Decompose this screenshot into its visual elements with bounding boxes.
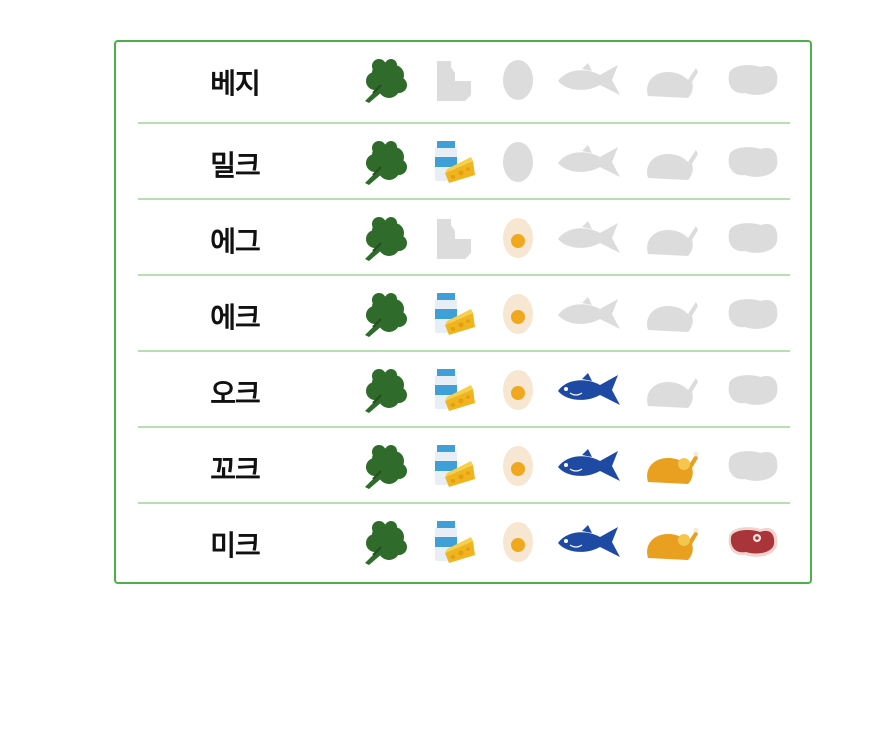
dairy-icon bbox=[431, 215, 477, 261]
diet-label: 에그 bbox=[210, 225, 261, 258]
row-divider bbox=[138, 122, 790, 124]
broccoli-icon bbox=[359, 519, 409, 565]
diet-label: 오크 bbox=[210, 377, 261, 410]
egg-icon bbox=[501, 58, 535, 102]
poultry-icon bbox=[644, 294, 700, 334]
egg-icon bbox=[501, 368, 535, 412]
dairy-icon bbox=[431, 443, 477, 489]
row-divider bbox=[138, 350, 790, 352]
diet-label: 미크 bbox=[210, 529, 261, 562]
broccoli-icon bbox=[359, 215, 409, 261]
fish-icon bbox=[556, 297, 624, 331]
egg-icon bbox=[501, 216, 535, 260]
dairy-icon bbox=[431, 57, 477, 103]
row-divider bbox=[138, 198, 790, 200]
dairy-icon bbox=[431, 519, 477, 565]
dairy-icon bbox=[431, 367, 477, 413]
fish-icon bbox=[556, 373, 624, 407]
row-divider bbox=[138, 274, 790, 276]
broccoli-icon bbox=[359, 139, 409, 185]
poultry-icon bbox=[644, 142, 700, 182]
diet-label: 베지 bbox=[210, 67, 261, 100]
fish-icon bbox=[556, 449, 624, 483]
meat-icon bbox=[725, 143, 781, 181]
fish-icon bbox=[556, 145, 624, 179]
meat-icon bbox=[725, 61, 781, 99]
poultry-icon bbox=[644, 522, 700, 562]
fish-icon bbox=[556, 525, 624, 559]
meat-icon bbox=[725, 447, 781, 485]
fish-icon bbox=[556, 63, 624, 97]
broccoli-icon bbox=[359, 57, 409, 103]
poultry-icon bbox=[644, 370, 700, 410]
meat-icon bbox=[725, 219, 781, 257]
diet-label: 에크 bbox=[210, 301, 261, 334]
egg-icon bbox=[501, 444, 535, 488]
diet-table-card: 베지 밀크 에그 bbox=[114, 40, 812, 584]
diet-label: 밀크 bbox=[210, 149, 261, 182]
meat-icon bbox=[725, 523, 781, 561]
broccoli-icon bbox=[359, 367, 409, 413]
meat-icon bbox=[725, 371, 781, 409]
dairy-icon bbox=[431, 291, 477, 337]
fish-icon bbox=[556, 221, 624, 255]
poultry-icon bbox=[644, 218, 700, 258]
egg-icon bbox=[501, 520, 535, 564]
broccoli-icon bbox=[359, 291, 409, 337]
diet-label: 꼬크 bbox=[210, 453, 261, 486]
meat-icon bbox=[725, 295, 781, 333]
broccoli-icon bbox=[359, 443, 409, 489]
poultry-icon bbox=[644, 446, 700, 486]
egg-icon bbox=[501, 140, 535, 184]
dairy-icon bbox=[431, 139, 477, 185]
row-divider bbox=[138, 426, 790, 428]
row-divider bbox=[138, 502, 790, 504]
poultry-icon bbox=[644, 60, 700, 100]
egg-icon bbox=[501, 292, 535, 336]
